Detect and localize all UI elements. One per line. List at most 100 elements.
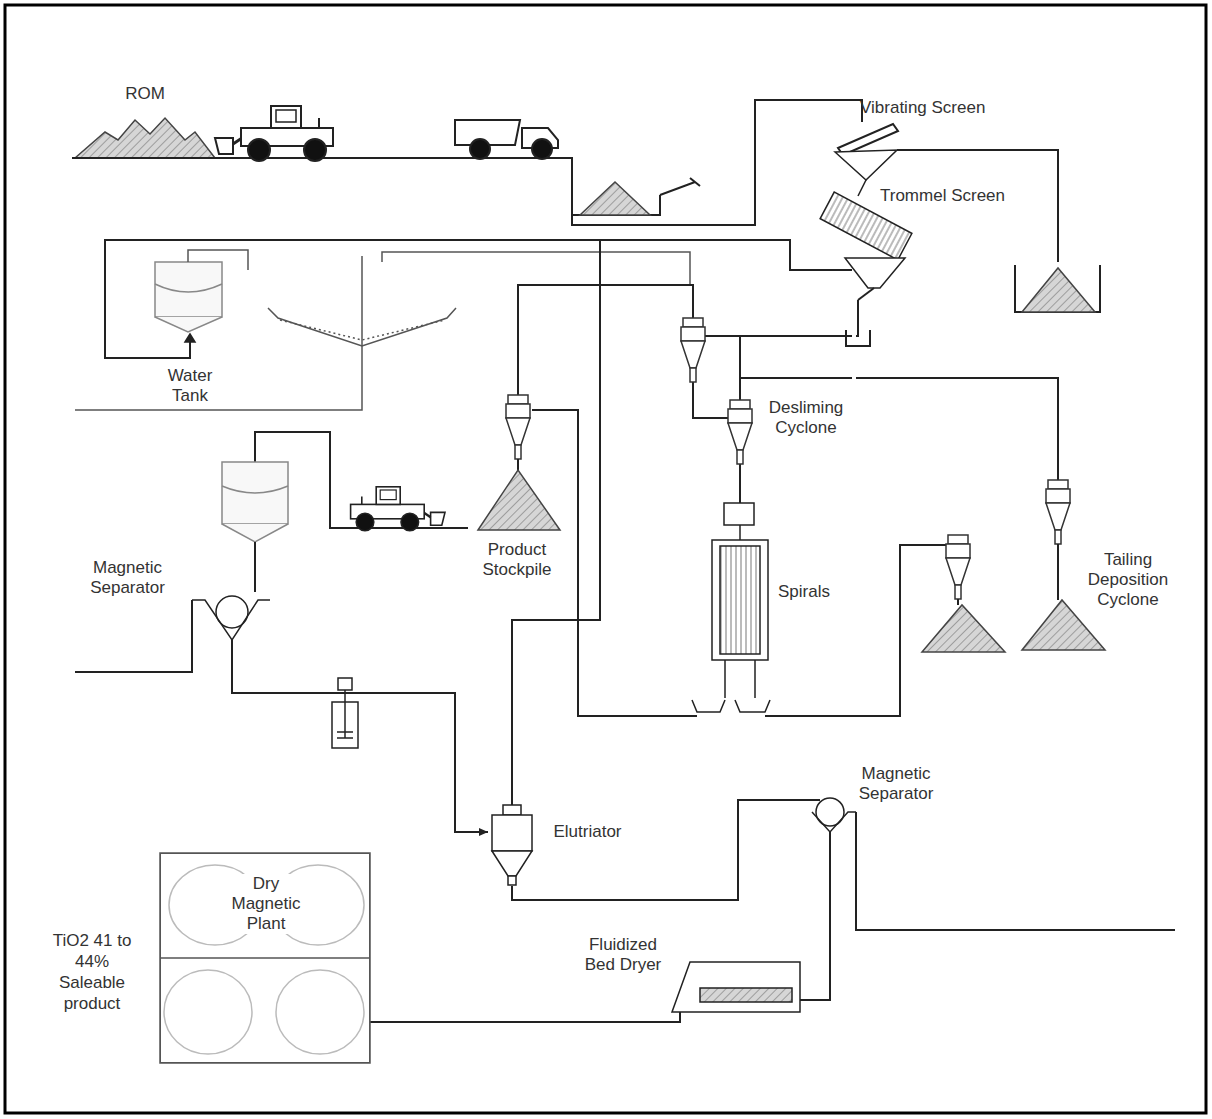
rom-area [215,106,333,161]
spirals [686,715,836,717]
desliming-cyclones [728,400,752,464]
pipe-connector [232,645,488,832]
water-tank: Water Tank [150,255,231,410]
water-tank [185,334,195,342]
product-note: TiO2 41 to 44% Saleable product [52,930,132,1014]
pipe-connector [856,378,1058,472]
product-stockpile [506,395,530,459]
rom-stockpile: ROM [70,80,342,162]
magnetic-separator-left [222,462,288,524]
vibrating-screen [825,100,1100,312]
tailing-cyclones [915,472,1058,545]
thickener [382,252,690,285]
water-tank [155,262,222,317]
rom-area [75,118,215,158]
water-tank [188,250,248,270]
tailing-cyclones [946,535,970,599]
feed-hopper [580,182,650,215]
elutriator: Elutriator [488,800,638,886]
tailing-cyclones [922,605,1005,652]
dry-magnetic-plant [164,970,252,1054]
feed-hopper [572,160,700,215]
pipe-connector [739,482,741,497]
pipe-connector [566,410,686,716]
pipe-connector [829,832,831,930]
desliming-pipework [740,377,852,379]
dry-magnetic-plant [160,957,370,959]
water-tank [155,317,222,332]
feed-hopper [660,178,700,195]
spirals [720,546,760,654]
elutriator [508,876,516,885]
spirals [712,540,768,660]
pipe-connector [105,240,828,358]
fluidized-bed-dryer [672,962,800,1012]
fluidized-bed-dryer: Fluidized Bed Dryer [572,930,834,1030]
spirals [739,525,741,540]
pipe-connector [836,545,915,716]
spirals [735,700,770,712]
product-stockpile [351,487,445,531]
trommel-screen [828,269,852,271]
desliming-pipework [705,335,852,337]
conditioner [332,678,358,748]
magnetic-separator-left [254,542,256,592]
water-tank [150,250,248,358]
rom-area [72,106,342,161]
magnetic-separator-left [222,524,288,542]
tailing-cyclones [958,544,1058,605]
fluidized-bed-dryer [572,1012,680,1022]
product-stockpile [351,395,566,531]
magnetic-separator: Magnetic Separator [80,440,295,645]
pipe-connector [856,300,858,336]
equipment-label: Tailing Deposition Cyclone [1078,550,1178,610]
spirals [725,660,755,698]
thickener [75,256,362,410]
magnetic-separator-left [222,486,288,493]
magnetic-separator-left [254,440,256,462]
vibrating-screen [897,150,1058,262]
equipment-label: Water Tank [153,366,227,406]
trommel-screen: Trommel Screen [828,178,1040,300]
magnetic-separator-right [808,798,1175,930]
feed-hopper [572,160,660,215]
dry-magnetic-plant [160,853,370,1063]
magnetic-separator-right [808,799,820,801]
equipment-label: Fluidized Bed Dryer [575,935,671,975]
spirals: Spirals [686,497,836,729]
desliming-pipework [739,336,741,400]
vibrating-screen [1015,265,1100,312]
spirals [692,700,725,712]
trommel-screen [846,330,870,346]
magnetic-separator-right [812,812,856,832]
rom-area [72,157,342,159]
desliming-cyclones [681,318,705,382]
magnetic-separator-left [75,600,192,672]
equipment-label: Trommel Screen [880,186,1005,206]
desliming-pipework [518,285,852,503]
tailing-cyclones [1046,480,1070,544]
desliming-pipework [693,382,728,418]
equipment-label: Desliming Cyclone [760,398,852,438]
frame [5,5,1206,1113]
equipment-label: ROM [120,84,170,104]
haul-truck [455,120,558,159]
water-tank [155,284,222,292]
desliming-pipework [739,497,741,503]
magnetic-separator-left [75,440,288,672]
equipment-label: Spirals [778,582,830,602]
pipe-connector [342,100,825,225]
fluidized-bed-dryer [572,930,830,1022]
product-stockpile [532,409,566,411]
spirals [724,503,754,525]
dry-magnetic-plant [160,853,370,1063]
tailing-cyclones [915,472,1105,652]
desliming-pipework [518,285,693,395]
desliming-cyclone: Desliming Cyclone [672,316,856,482]
conditioner [337,732,353,738]
haul-truck [532,139,552,159]
dry-magnetic-plant [276,970,364,1054]
